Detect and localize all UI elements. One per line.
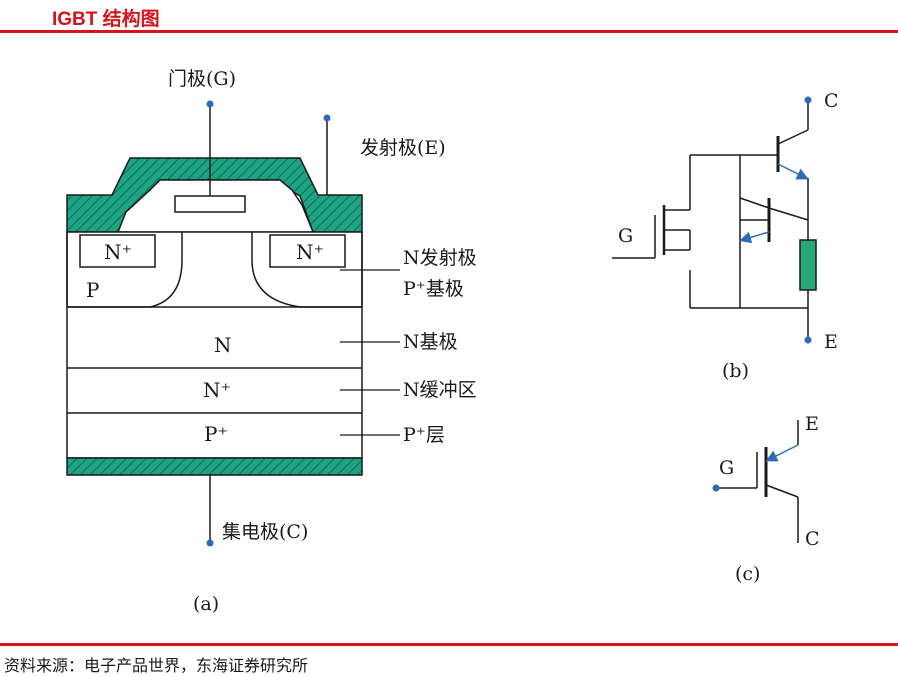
collector-label: 集电极(C): [222, 521, 308, 543]
igbt-cross-section: N⁺ N⁺ P N N⁺ P⁺ 门极(G) 发射极(E) N发射极 P⁺基极 N…: [66, 68, 477, 615]
n-region-label: N: [214, 333, 232, 357]
footer-divider: [0, 643, 898, 646]
header-divider: [0, 30, 898, 33]
p-plus-layer-label: P⁺: [204, 422, 228, 446]
n-plus-right-box: [269, 234, 346, 268]
b-terminal-g: G: [618, 225, 633, 247]
b-collector-terminal: [804, 96, 812, 104]
collector-metal-layer: [66, 457, 363, 476]
c-terminal-e: E: [805, 413, 819, 435]
igbt-symbol: [712, 420, 799, 543]
page-title: IGBT 结构图: [52, 9, 160, 30]
gate-electrode: [174, 195, 246, 213]
callout-n-buffer: N缓冲区: [403, 379, 477, 401]
callout-n-base: N基极: [403, 331, 458, 353]
resistor: [799, 239, 817, 291]
callout-p-layer: P⁺层: [403, 424, 445, 446]
b-emitter-terminal: [804, 336, 812, 344]
b-terminal-e: E: [824, 331, 838, 353]
caption-b: (b): [722, 360, 749, 382]
source-note: 资料来源：电子产品世界，东海证券研究所: [4, 656, 309, 675]
n-plus-right-label: N⁺: [296, 240, 324, 264]
c-terminal-c: C: [805, 528, 820, 550]
callout-n-emitter: N发射极: [403, 247, 477, 269]
n-plus-left-label: N⁺: [104, 240, 132, 264]
n-plus-left-box: [79, 234, 156, 268]
c-gate-terminal: [712, 484, 720, 492]
gate-terminal: [206, 100, 214, 108]
c-terminal-g: G: [719, 457, 734, 479]
b-terminal-c: C: [824, 90, 839, 112]
emitter-label: 发射极(E): [360, 137, 446, 159]
p-region-label: P: [86, 278, 99, 302]
p-well-left: [66, 232, 183, 308]
caption-a: (a): [193, 593, 219, 615]
collector-terminal: [206, 539, 214, 547]
n-plus-buffer-label: N⁺: [203, 378, 231, 402]
device-body: [66, 231, 363, 459]
p-well-right: [251, 232, 363, 308]
caption-c: (c): [735, 563, 760, 585]
equivalent-circuit: [612, 96, 817, 344]
callout-p-base: P⁺基极: [403, 278, 464, 300]
gate-label: 门极(G): [168, 68, 236, 90]
emitter-terminal: [323, 114, 331, 122]
